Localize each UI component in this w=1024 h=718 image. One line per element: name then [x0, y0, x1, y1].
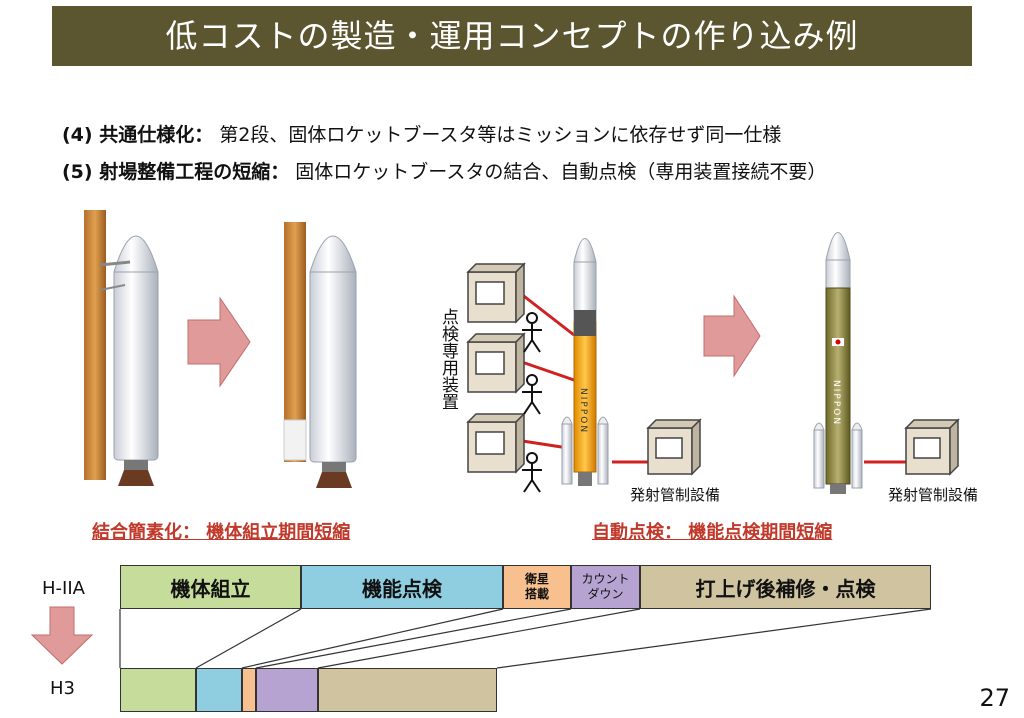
h2a-seg-functional-check: 機能点検 [301, 565, 503, 609]
row-label-h3: H3 [50, 678, 75, 699]
bullet-launch-site: (5) 射場整備工程の短縮： 固体ロケットブースタの結合、自動点検（専用装置接続… [62, 157, 826, 184]
h2a-seg-countdown: カウント ダウン [571, 565, 640, 609]
h2a-seg-satellite: 衛星 搭載 [503, 565, 571, 609]
h3-seg-satellite [242, 668, 256, 712]
rocket-nippon-text: NIPPON [831, 380, 841, 427]
rocket-h2a [561, 238, 609, 486]
bullet-sep: ： [194, 124, 214, 146]
arrow-right-icon [187, 296, 251, 388]
launch-control-equipment [864, 418, 960, 476]
bullet-sep: ： [270, 161, 290, 183]
caption-auto-check: 自動点検： 機能点検期間短縮 [592, 522, 833, 543]
h3-seg-countdown [256, 668, 318, 712]
caption-assembly: 結合簡素化： 機体組立期間短縮 [92, 522, 351, 543]
arrow-right-icon [703, 294, 761, 378]
bullet-body: 固体ロケットブースタの結合、自動点検（専用装置接続不要） [295, 161, 827, 183]
bullet-common-spec: (4) 共通仕様化： 第2段、固体ロケットブースタ等はミッションに依存せず同一仕… [62, 120, 781, 147]
h3-seg-post-launch [318, 668, 497, 712]
launch-control-label: 発射管制設備 [630, 486, 721, 504]
timeline-connectors [119, 608, 932, 669]
bullet-body: 第2段、固体ロケットブースタ等はミッションに依存せず同一仕様 [219, 124, 782, 146]
rocket-h3-assembly [283, 222, 357, 488]
checkout-equipment [466, 262, 702, 493]
rocket-h2a-assembly [84, 210, 159, 486]
page-number: 27 [979, 684, 1010, 712]
checkout-equipment-label: 点検専用装置 [438, 308, 458, 410]
slide-title: 低コストの製造・運用コンセプトの作り込み例 [52, 6, 972, 66]
bullet-head: (4) 共通仕様化 [62, 124, 195, 146]
rocket-nippon-text: NIPPON [578, 388, 588, 435]
h2a-seg-assembly: 機体組立 [120, 565, 301, 609]
arrow-down-icon [30, 606, 94, 665]
bullet-head: (5) 射場整備工程の短縮 [62, 161, 271, 183]
launch-control-label: 発射管制設備 [888, 486, 979, 504]
h3-seg-functional-check [196, 668, 242, 712]
h3-seg-assembly [120, 668, 196, 712]
h2a-seg-post-launch: 打上げ後補修・点検 [640, 565, 931, 609]
rocket-h3 [813, 232, 863, 494]
row-label-h2a: H-IIA [42, 578, 85, 599]
